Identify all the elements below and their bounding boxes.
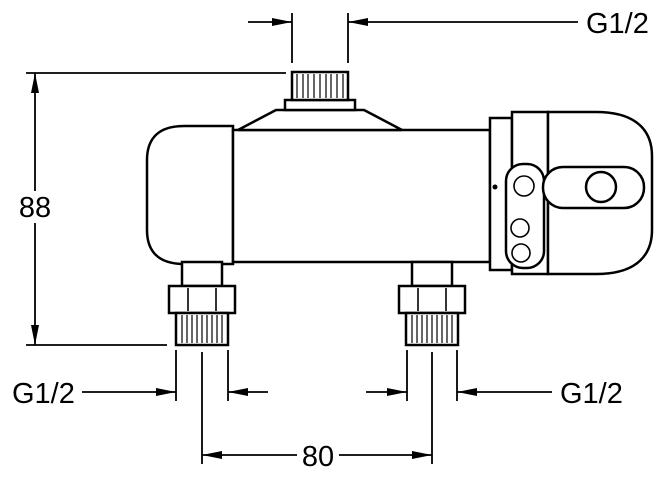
bottom-left-thread-label: G1/2 [12,378,75,410]
right-hex-nut [397,284,467,315]
right-thread-hatching [411,315,453,343]
arrowhead-left [202,451,222,459]
dimension-top-thread: G1/2 [248,8,649,63]
plate-button-bottom [511,243,531,263]
dimension-height: 88 [19,72,286,346]
height-label: 88 [19,192,51,224]
lever-bar-boss [584,170,618,204]
collar-screw-dot [492,184,498,190]
left-hex-nut [167,284,237,315]
arrowhead-right [272,18,292,26]
plate-button-top [513,175,535,197]
arrowhead-left [457,388,477,396]
dimension-bottom-right-thread: G1/2 [366,350,623,410]
handle-assembly [488,110,654,276]
valve-body [145,70,492,266]
spacing-label: 80 [302,441,334,473]
plate-button-middle [510,218,530,238]
top-flange [283,98,357,112]
dimension-connector-spacing: 80 [201,352,433,473]
arrowhead-right [156,388,176,396]
main-body [231,128,492,264]
left-neck [180,260,224,288]
top-boss [237,108,403,132]
bottom-right-thread-label: G1/2 [560,378,623,410]
arrowhead-right [387,388,407,396]
dimension-bottom-left-thread: G1/2 [12,350,268,410]
top-thread-label: G1/2 [586,8,649,40]
arrowhead-left [228,388,248,396]
arrowhead-left [348,18,368,26]
arrowhead-right [412,451,432,459]
top-thread-hatching [296,74,344,98]
arrowhead-up [31,73,39,93]
left-thread-hatching [181,315,223,343]
right-neck [410,260,454,288]
arrowhead-down [31,325,39,345]
left-end-cap [145,124,235,266]
bottom-right-connector [397,260,467,347]
bottom-left-connector [167,260,237,347]
